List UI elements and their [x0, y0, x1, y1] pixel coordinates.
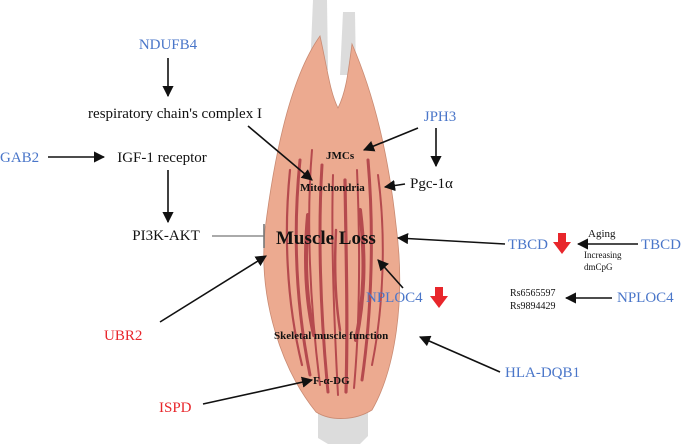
label-increasing: Increasing	[584, 250, 622, 260]
gene-ubr2: UBR2	[104, 328, 142, 344]
nploc4-decrease-icon	[430, 287, 448, 308]
label-igf1-receptor: IGF-1 receptor	[117, 150, 207, 166]
gene-tbcd-right: TBCD	[641, 237, 681, 253]
arrow-ubr2-muscle	[159, 255, 267, 323]
gene-nploc4-right: NPLOC4	[617, 290, 674, 306]
label-pi3k-akt: PI3K-AKT	[132, 228, 200, 244]
muscle-skeletal-function: Skeletal muscle function	[274, 330, 388, 342]
muscle-illustration	[263, 0, 401, 444]
muscle-mitochondria: Mitochondria	[300, 182, 365, 194]
gene-hla-dqb1: HLA-DQB1	[505, 365, 580, 381]
label-pgc1a: Pgc-1α	[410, 176, 453, 192]
gene-nploc4-left: NPLOC4	[366, 290, 423, 306]
arrow-hla-function	[418, 335, 501, 373]
gene-tbcd-left: TBCD	[508, 237, 548, 253]
muscle-fibers	[285, 149, 384, 396]
tbcd-decrease-icon	[553, 233, 571, 254]
arrow-tbcd-muscle	[396, 232, 506, 245]
arrow-nploc4-muscle	[377, 259, 404, 289]
gene-jph3: JPH3	[424, 109, 457, 125]
arrow-respiratory-mitochondria	[247, 125, 313, 181]
arrow-jph3-jmcs	[362, 127, 419, 152]
label-respiratory-complex: respiratory chain's complex I	[88, 106, 262, 122]
gene-ndufb4: NDUFB4	[139, 37, 198, 53]
arrow-pgc1a-mitochondria	[383, 179, 406, 192]
label-dmcpg: dmCpG	[584, 262, 613, 272]
label-rs6565597: Rs6565597	[510, 288, 556, 299]
gene-ispd: ISPD	[159, 400, 192, 416]
muscle-loss-title: Muscle Loss	[276, 228, 376, 249]
muscle-jmcs: JMCs	[326, 150, 355, 162]
arrow-ispd-fdg	[202, 376, 314, 405]
label-rs9894429: Rs9894429	[510, 301, 556, 312]
muscle-f-alpha-dg: F-α-DG	[313, 375, 350, 387]
connectors	[48, 58, 638, 405]
gene-gab2: GAB2	[0, 150, 39, 166]
label-aging: Aging	[588, 228, 616, 240]
